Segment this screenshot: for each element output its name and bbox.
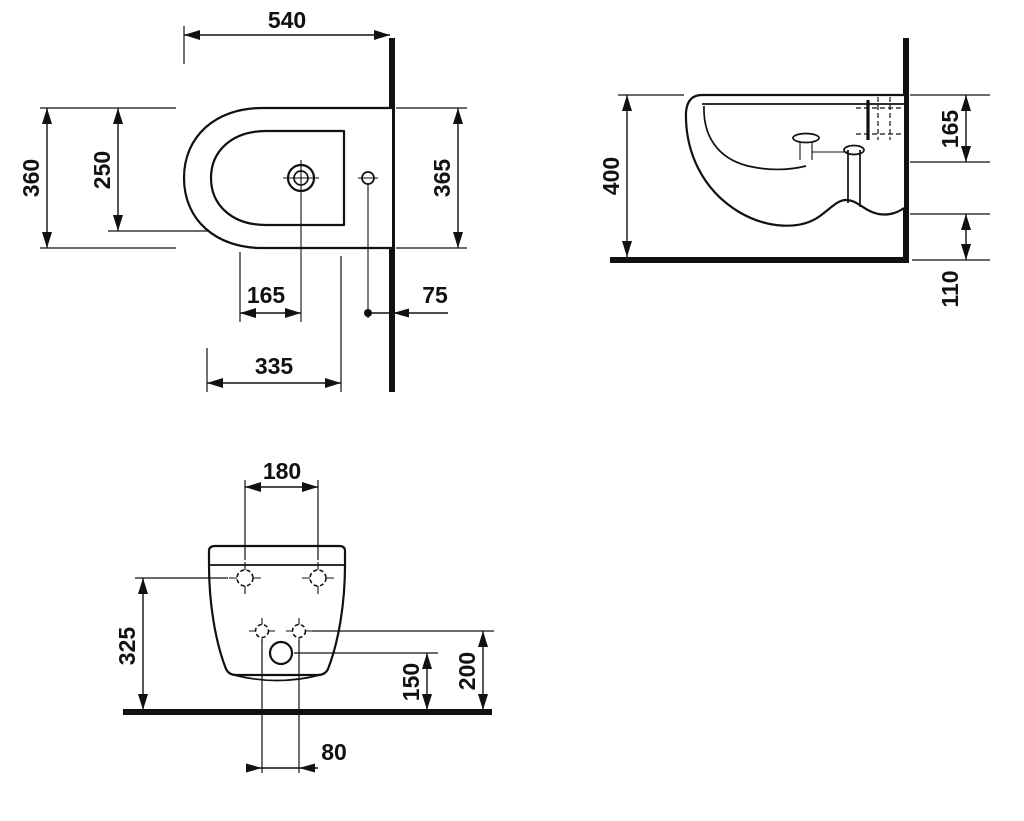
hole-circle [291, 623, 307, 639]
dim-165-plan: 165 [239, 252, 301, 322]
dim-400-label: 400 [598, 157, 624, 195]
dim-180-label: 180 [263, 458, 301, 484]
dim-335: 335 [206, 256, 342, 392]
dim-200: 200 [312, 630, 494, 710]
dim-110: 110 [910, 213, 990, 308]
dim-165-plan-label: 165 [247, 282, 286, 308]
dim-80-label: 80 [321, 739, 347, 765]
hole-circle [236, 569, 254, 587]
dimension-arrow [246, 763, 262, 773]
dim-325-label: 325 [114, 627, 140, 666]
dim-335-label: 335 [255, 353, 294, 379]
small-hole-circle [361, 171, 375, 185]
dim-180: 180 [244, 458, 319, 560]
dim-250: 250 [89, 108, 208, 232]
small-hole [358, 171, 378, 318]
dim-365: 365 [396, 107, 467, 249]
fixing-hole-left [229, 562, 261, 594]
drain-fitting [843, 100, 870, 207]
dim-150-label: 150 [398, 663, 424, 701]
plan-view: 540 360 250 365 165 75 [18, 7, 467, 392]
drain-hole [268, 640, 294, 666]
dim-80: 80 [246, 640, 347, 773]
side-view: 400 165 110 [598, 38, 990, 308]
bidet-bowl-inner-plan [209, 129, 346, 227]
supply-hole-left [249, 618, 275, 644]
dimension-arrow [393, 308, 409, 318]
nozzle-head [792, 132, 820, 144]
dim-75-label: 75 [422, 282, 448, 308]
dim-165-side: 165 [910, 94, 990, 163]
dim-360: 360 [18, 107, 176, 249]
bidet-profile-outline [684, 93, 905, 227]
bowl-interior-line [703, 105, 807, 171]
drain-top [843, 144, 865, 156]
dim-325: 325 [114, 577, 228, 710]
tap-hole-outer-circle [286, 163, 316, 193]
concealed-fixing-dashed [856, 97, 901, 140]
tap-hole [283, 160, 319, 322]
supply-hole-right [286, 618, 312, 644]
dim-200-label: 200 [454, 652, 480, 690]
tap-hole-inner-circle [293, 170, 309, 186]
dim-250-label: 250 [89, 151, 115, 189]
fixing-hole-right [302, 562, 334, 594]
dim-360-label: 360 [18, 159, 44, 197]
dim-165-side-label: 165 [937, 110, 963, 149]
rear-view: 180 325 200 150 80 [114, 458, 494, 773]
dim-150: 150 [294, 652, 438, 710]
hole-circle [254, 623, 270, 639]
dim-400: 400 [598, 94, 684, 257]
dim-540: 540 [183, 7, 390, 64]
dim-365-label: 365 [429, 159, 455, 198]
dim-110-label: 110 [937, 270, 963, 307]
dim-540-label: 540 [268, 7, 306, 33]
spray-nozzle [792, 132, 848, 160]
bottom-bulge-line [233, 674, 321, 682]
dim-75: 75 [364, 282, 448, 318]
dimension-arrow [299, 763, 315, 773]
hole-circle [309, 569, 327, 587]
